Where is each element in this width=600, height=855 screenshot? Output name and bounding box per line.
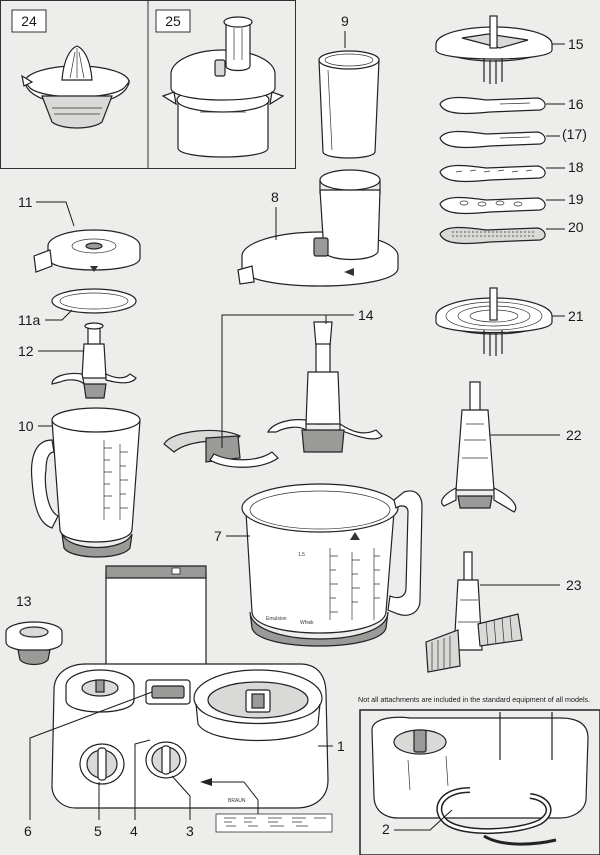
motor-base-part-1: BRAUN <box>51 565 329 809</box>
label-25: 25 <box>165 13 181 29</box>
slicing-disc-holder-part <box>435 15 553 84</box>
label-12: 12 <box>18 343 34 359</box>
insert-20 <box>439 226 546 245</box>
bowl-lid-part-8 <box>237 169 399 287</box>
lid-part-11 <box>33 229 141 273</box>
label-18: 18 <box>568 159 584 175</box>
jug-part-10 <box>30 407 141 558</box>
label-5: 5 <box>94 823 102 839</box>
detail-box-cable-storage <box>359 709 600 855</box>
label-21: 21 <box>568 308 584 324</box>
label-17: (17) <box>562 126 587 142</box>
insert-17 <box>439 130 546 149</box>
cap-part-13 <box>5 621 63 666</box>
label-24: 24 <box>21 13 37 29</box>
label-23: 23 <box>566 577 582 593</box>
bowl-mark-whisk: Whisk <box>300 620 314 626</box>
label-9: 9 <box>341 13 349 29</box>
blade-part-14 <box>163 321 383 468</box>
label-8: 8 <box>271 189 279 205</box>
equipment-note: Not all attachments are included in the … <box>358 695 590 704</box>
label-1: 1 <box>337 738 345 754</box>
working-bowl-part-7: 1.5 Emulsion Whisk <box>241 483 423 647</box>
shaft-part-22 <box>441 381 517 513</box>
citrus-press-part <box>21 45 130 129</box>
bowl-mark-1-5: 1.5 <box>298 552 305 558</box>
dicing-attachment-part <box>161 16 285 158</box>
label-20: 20 <box>568 219 584 235</box>
speed-settings-panel <box>215 813 333 833</box>
pusher-part-9 <box>318 50 380 159</box>
label-15: 15 <box>568 36 584 52</box>
label-11: 11 <box>18 194 33 210</box>
brand-logo: BRAUN <box>228 798 246 804</box>
insert-19 <box>439 196 546 215</box>
label-16: 16 <box>568 96 584 112</box>
box-24-25: 24 25 <box>0 0 296 169</box>
bowl-mark-emulsion: Emulsion <box>266 616 287 622</box>
insert-18 <box>439 164 546 183</box>
label-22: 22 <box>566 427 582 443</box>
label-10: 10 <box>18 418 34 434</box>
seal-ring-part <box>51 288 137 314</box>
grating-disc-part <box>435 287 553 356</box>
label-2: 2 <box>382 821 390 837</box>
label-7: 7 <box>214 528 222 544</box>
label-3: 3 <box>186 823 194 839</box>
insert-16 <box>439 96 546 115</box>
label-19: 19 <box>568 191 584 207</box>
label-6: 6 <box>24 823 32 839</box>
blade-part-12 <box>51 322 137 399</box>
label-11a: 11a <box>18 312 41 328</box>
whisk-part-23 <box>425 551 523 673</box>
label-14: 14 <box>358 307 374 323</box>
label-13: 13 <box>16 593 32 609</box>
label-4: 4 <box>130 823 138 839</box>
